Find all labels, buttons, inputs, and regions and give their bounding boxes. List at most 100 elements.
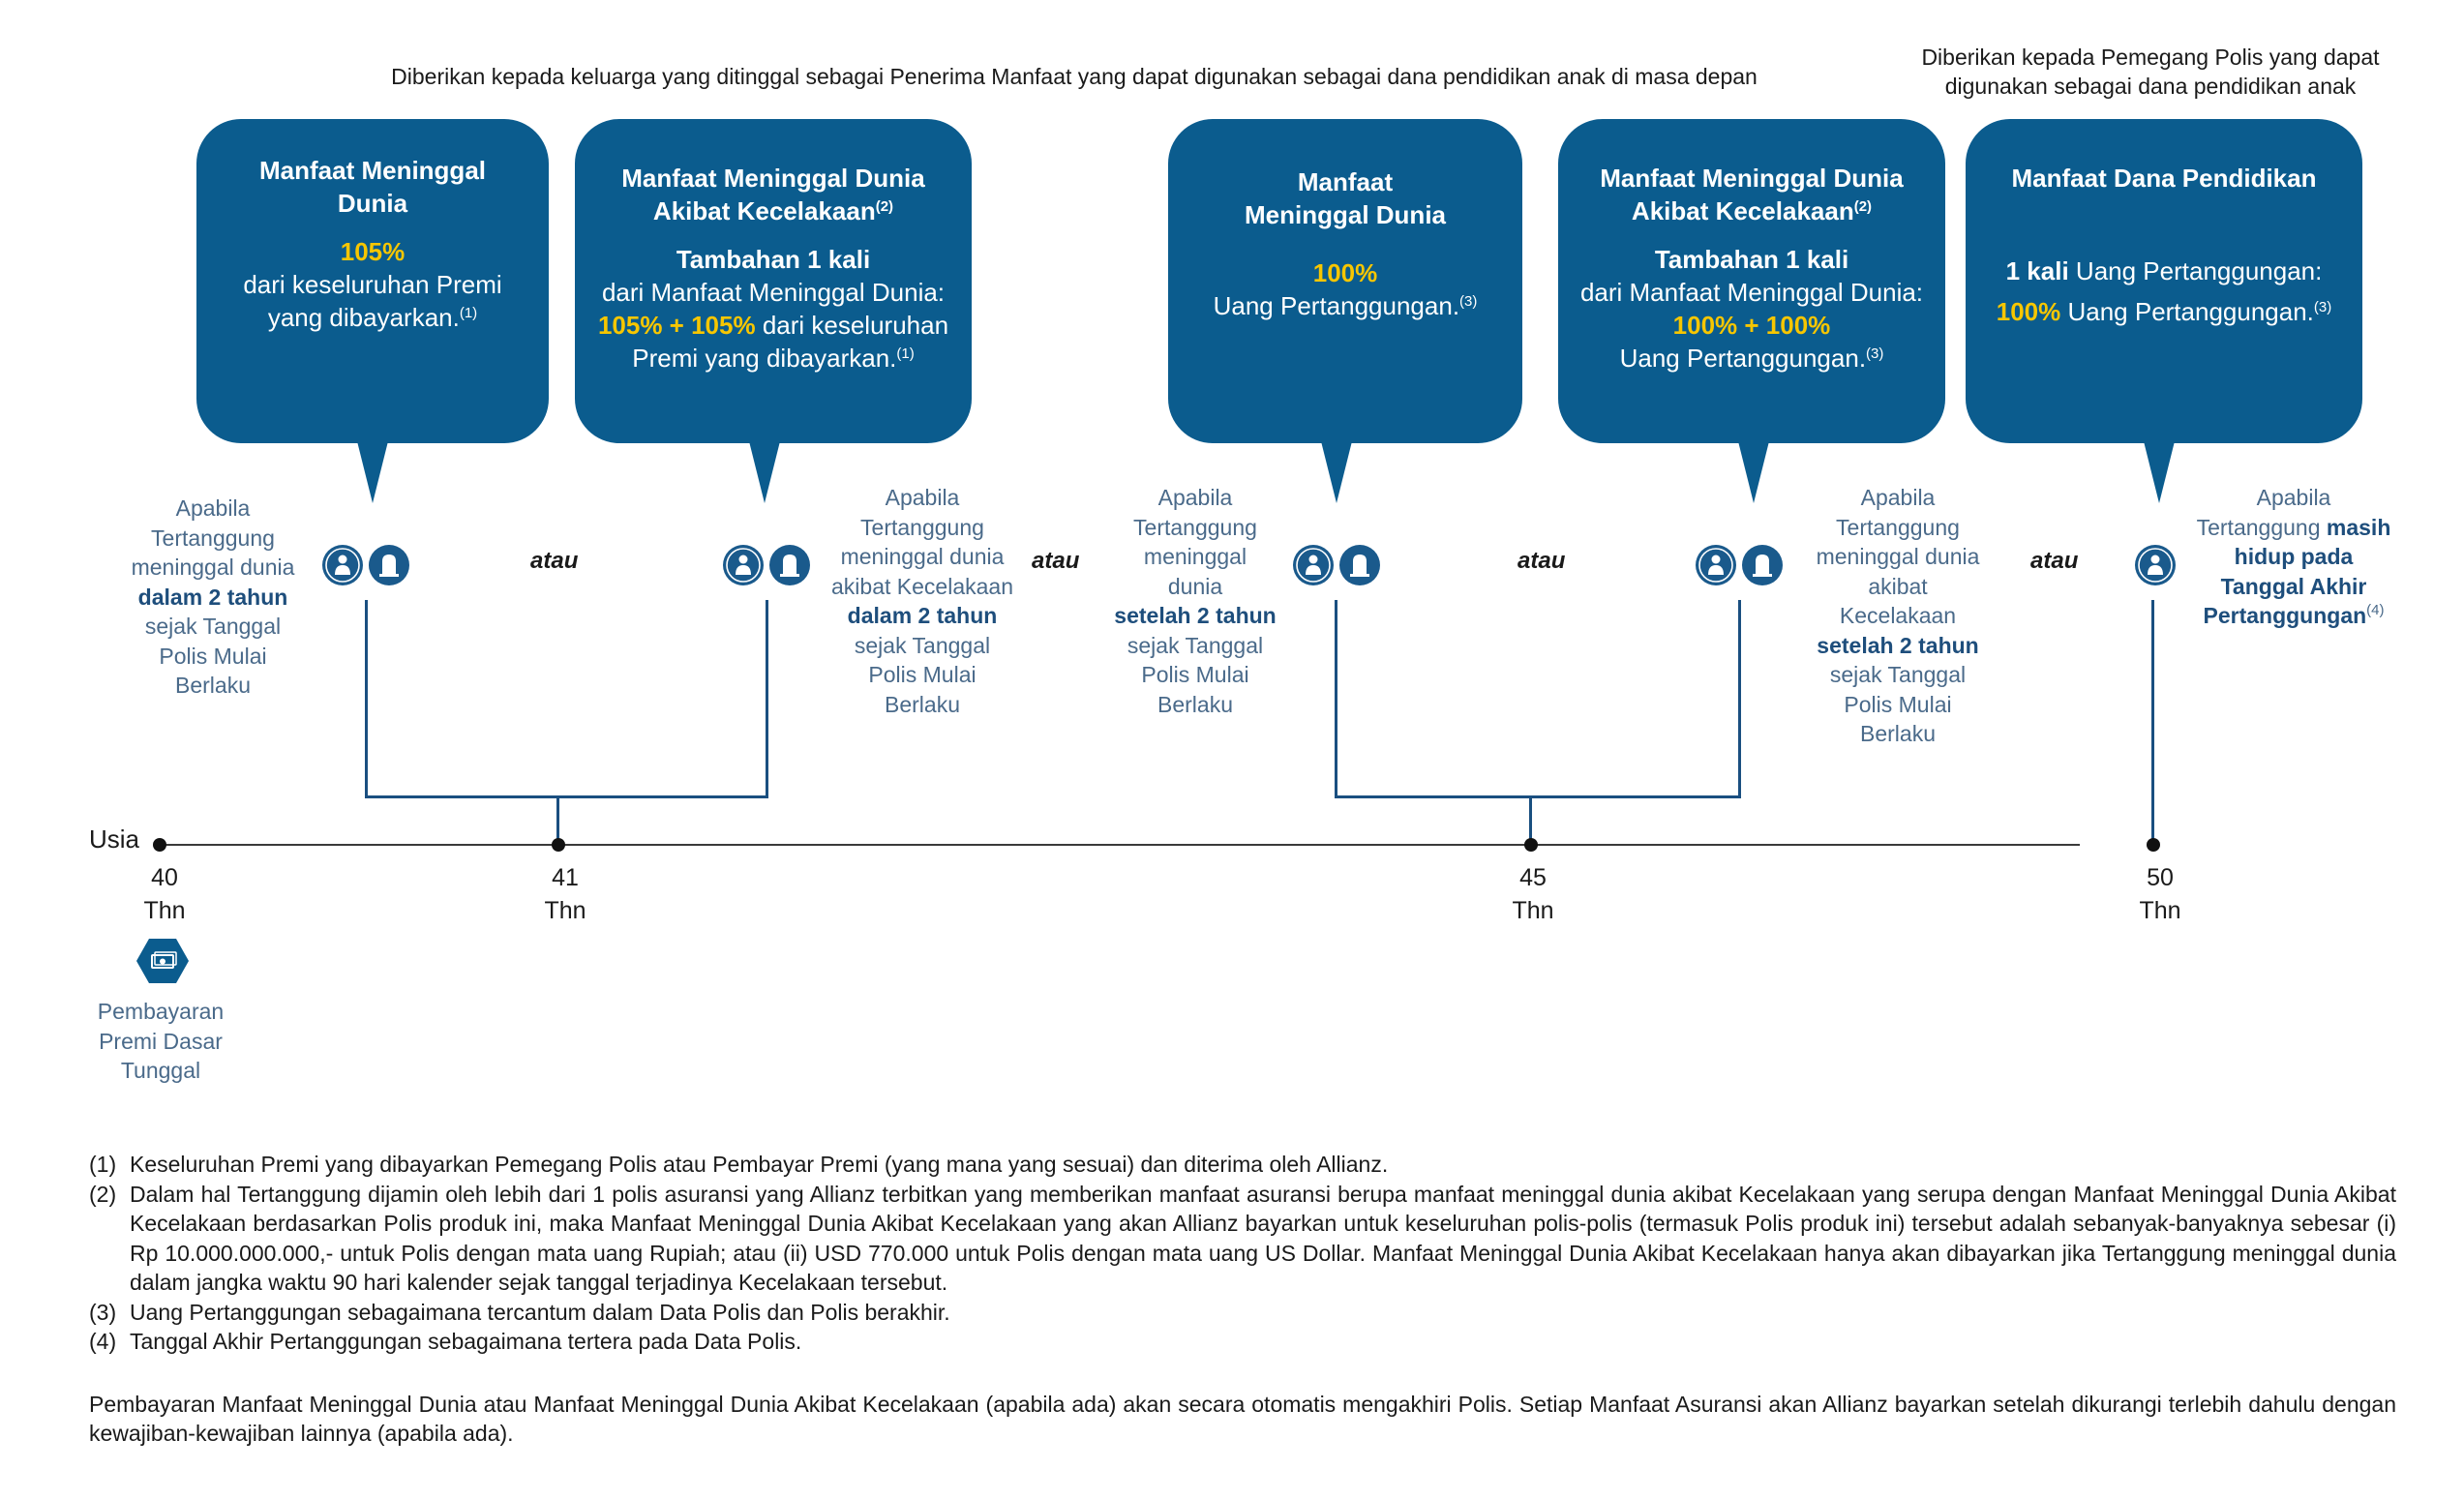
timeline-dot (552, 838, 565, 852)
condition-accident-after-2y: Apabila Tertanggung meninggal dunia akib… (1796, 483, 1999, 749)
bubble-accident-death-within-2y: Manfaat Meninggal Dunia Akibat Kecelakaa… (575, 119, 972, 503)
bubble-3-line-1: Uang Pertanggungan. (1213, 291, 1460, 320)
connector-line (1738, 600, 1741, 798)
cond-4-line: Tertanggung (1836, 514, 1960, 540)
cond-4-line: Polis Mulai (1844, 691, 1952, 717)
bubble-5-highlight: 100% (1996, 297, 2061, 326)
tick-age: 41 (552, 864, 579, 891)
bubble-death-benefit-within-2y: Manfaat Meninggal Dunia 105% dari keselu… (196, 119, 549, 503)
bubble-4-line-2: Uang Pertanggungan. (1619, 344, 1867, 373)
bubble-2-line-1: dari Manfaat Meninggal Dunia: (601, 278, 946, 307)
cond-1-line: meninggal dunia (131, 555, 295, 580)
footnote: (4) Tanggal Akhir Pertanggungan sebagaim… (89, 1327, 2396, 1357)
cond-1-line: Tertanggung (151, 525, 275, 551)
cond-4-line: sejak Tanggal (1829, 662, 1967, 687)
footnotes: (1) Keseluruhan Premi yang dibayarkan Pe… (89, 1150, 2396, 1449)
bubble-4-title-1: Manfaat Meninggal Dunia (1600, 164, 1904, 193)
cond-4-line: meninggal dunia (1816, 544, 1980, 569)
cond-4-line: Berlaku (1860, 721, 1936, 746)
cond-2-line: meninggal dunia (840, 544, 1005, 569)
bubble-3-title-1: Manfaat (1297, 167, 1394, 196)
cond-3-bold: setelah 2 tahun (1114, 603, 1277, 628)
cond-3-line: dunia (1167, 573, 1223, 599)
premium-payment-icon (135, 937, 190, 990)
person-icon (723, 545, 764, 585)
connector-line (365, 600, 368, 798)
payment-label: Pembayaran Premi Dasar Tunggal (77, 997, 244, 1086)
cond-2-line: akibat Kecelakaan (831, 573, 1013, 599)
person-icon (1696, 545, 1736, 585)
cond-5-ref: (4) (2366, 602, 2385, 618)
bubble-4-sub: Tambahan 1 kali (1654, 245, 1849, 274)
connector-line (766, 600, 768, 798)
cond-1-line: sejak Tanggal (144, 614, 282, 639)
cond-5-line: Apabila (2256, 485, 2331, 510)
tombstone-icon (1742, 545, 1783, 585)
footnote-number: (4) (89, 1329, 117, 1354)
bubble-3-title-2: Meninggal Dunia (1245, 200, 1446, 229)
bubble-4-title-ref: (2) (1853, 198, 1873, 215)
top-note-right-line2: digunakan sebagai dana pendidikan anak (1944, 74, 2357, 99)
bubble-education-benefit: Manfaat Dana Pendidikan 1 kali Uang Pert… (1966, 119, 2362, 503)
bubble-5-line-2: Uang Pertanggungan. (2067, 297, 2314, 326)
timeline-axis (160, 844, 2080, 846)
bubble-1-line-1: dari keseluruhan Premi (243, 270, 502, 299)
connector-line (1335, 600, 1337, 798)
cond-3-line: Apabila (1157, 485, 1233, 510)
cond-5-bold: masih (2326, 514, 2391, 540)
bubble-1-line-2: yang dibayarkan. (267, 303, 460, 332)
cond-5-bold: Pertanggungan (2203, 603, 2367, 628)
cond-4-line: akibat (1868, 573, 1928, 599)
cond-3-line: meninggal (1143, 544, 1247, 569)
payment-label-line: Tunggal (120, 1058, 201, 1083)
connector-line (556, 795, 559, 844)
bubble-5-bold-1: 1 kali (2005, 256, 2069, 285)
cond-3-line: Berlaku (1157, 691, 1233, 717)
cond-5-bold: hidup pada (2234, 544, 2354, 569)
person-icon (1293, 545, 1334, 585)
condition-accident-within-2y: Apabila Tertanggung meninggal dunia akib… (816, 483, 1029, 719)
footnote-number: (1) (89, 1152, 117, 1177)
cond-3-line: Polis Mulai (1141, 662, 1249, 687)
bubble-2-line-2: dari keseluruhan (762, 311, 949, 340)
bubble-2-title-1: Manfaat Meninggal Dunia (621, 164, 925, 193)
bubble-1-highlight: 105% (340, 237, 406, 266)
footnote-text: Tanggal Akhir Pertanggungan sebagaimana … (130, 1329, 802, 1354)
connector-line (2151, 600, 2154, 844)
tombstone-icon (769, 545, 810, 585)
or-label: atau (1032, 548, 1080, 574)
timeline-dot (153, 838, 166, 852)
cond-1-bold: dalam 2 tahun (137, 584, 288, 610)
tick-unit: Thn (1512, 897, 1554, 924)
top-note-right: Diberikan kepada Pemegang Polis yang dap… (1889, 43, 2412, 101)
bubble-1-ref: (1) (459, 305, 478, 321)
bubble-2-highlight: 105% + 105% (597, 311, 756, 340)
tick-age: 50 (2147, 864, 2174, 891)
bubble-5-line-1: Uang Pertanggungan: (2075, 256, 2323, 285)
cond-1-line: Apabila (175, 495, 251, 521)
connector-line (1529, 795, 1532, 844)
axis-label: Usia (89, 824, 140, 854)
bubble-5-ref: (3) (2313, 299, 2332, 315)
person-icon (322, 545, 363, 585)
bubble-death-benefit-after-2y: Manfaat Meninggal Dunia 100% Uang Pertan… (1168, 119, 1522, 503)
cond-5-line: Tertanggung (2196, 514, 2321, 540)
timeline-dot (1524, 838, 1538, 852)
cond-1-line: Polis Mulai (159, 643, 267, 669)
bubble-2-ref: (1) (896, 345, 915, 362)
timeline-tick-40: 40 Thn (126, 861, 203, 927)
cond-2-line: Polis Mulai (868, 662, 977, 687)
cond-2-line: Apabila (885, 485, 960, 510)
or-label: atau (2030, 548, 2079, 574)
connector-line (1335, 795, 1741, 798)
bubble-4-title-2: Akibat Kecelakaan (1631, 196, 1854, 225)
timeline-tick-41: 41 Thn (526, 861, 604, 927)
tick-age: 40 (151, 864, 178, 891)
footnote: (3) Uang Pertanggungan sebagaimana terca… (89, 1298, 2396, 1328)
footnote-text: Uang Pertanggungan sebagaimana tercantum… (130, 1299, 950, 1325)
final-note: Pembayaran Manfaat Meninggal Dunia atau … (89, 1391, 2396, 1447)
cond-1-line: Berlaku (175, 673, 251, 698)
footnote-number: (2) (89, 1181, 117, 1207)
bubble-5-title-1: Manfaat Dana Pendidikan (2011, 164, 2317, 193)
footnote-text: Dalam hal Tertanggung dijamin oleh lebih… (130, 1181, 2396, 1296)
